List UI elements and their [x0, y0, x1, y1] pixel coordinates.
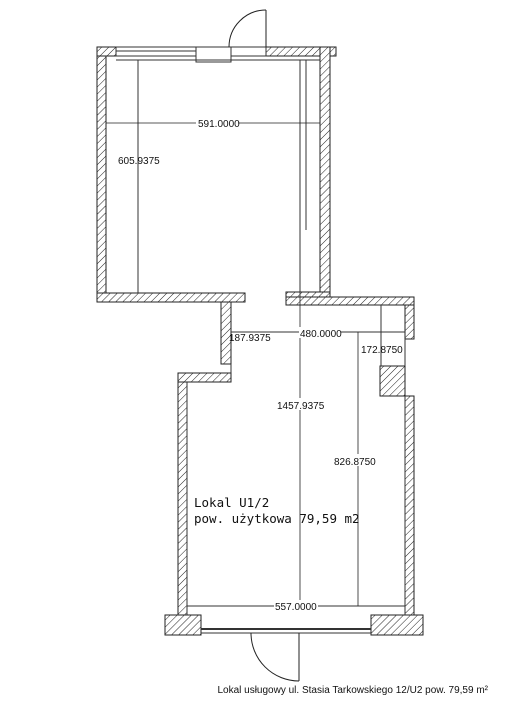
plan-caption: Lokal usługowy ul. Stasia Tarkowskiego 1…: [217, 685, 488, 696]
upper-room-walls: [96, 46, 337, 303]
upper-bottom-left-wall: [96, 292, 246, 303]
window-sash: [195, 46, 232, 63]
upper-room-details: [115, 46, 320, 293]
top-door: [228, 9, 267, 48]
dim-corridor-left: 187.9375: [229, 333, 271, 344]
dim-main-room-width: 557.0000: [275, 602, 317, 613]
upper-right-wall: [319, 46, 331, 301]
upper-top-left-wall: [96, 46, 117, 57]
corridor-walls: [220, 296, 415, 397]
corridor-top-right-wall: [285, 296, 415, 306]
corridor-left-wall: [220, 301, 232, 365]
room-label-area: pow. użytkowa 79,59 m2: [194, 511, 360, 526]
bottom-left-wall: [164, 614, 202, 636]
bottom-door: [250, 632, 300, 682]
dim-main-room-height: 826.8750: [334, 457, 376, 468]
dim-top-room-height: 605.9375: [118, 156, 160, 167]
main-right-wall: [404, 395, 415, 633]
upper-left-wall: [96, 46, 107, 303]
main-top-left-wall: [177, 372, 232, 383]
dim-total-height: 1457.9375: [277, 401, 325, 412]
dim-corridor-width: 480.0000: [300, 329, 342, 340]
dim-top-room-width: 591.0000: [198, 119, 240, 130]
main-left-wall: [177, 372, 188, 636]
dim-corridor-right: 172.8750: [361, 345, 403, 356]
bottom-right-wall: [370, 614, 424, 636]
corridor-pillar: [379, 365, 406, 397]
room-label-name: Lokal U1/2: [194, 495, 269, 510]
